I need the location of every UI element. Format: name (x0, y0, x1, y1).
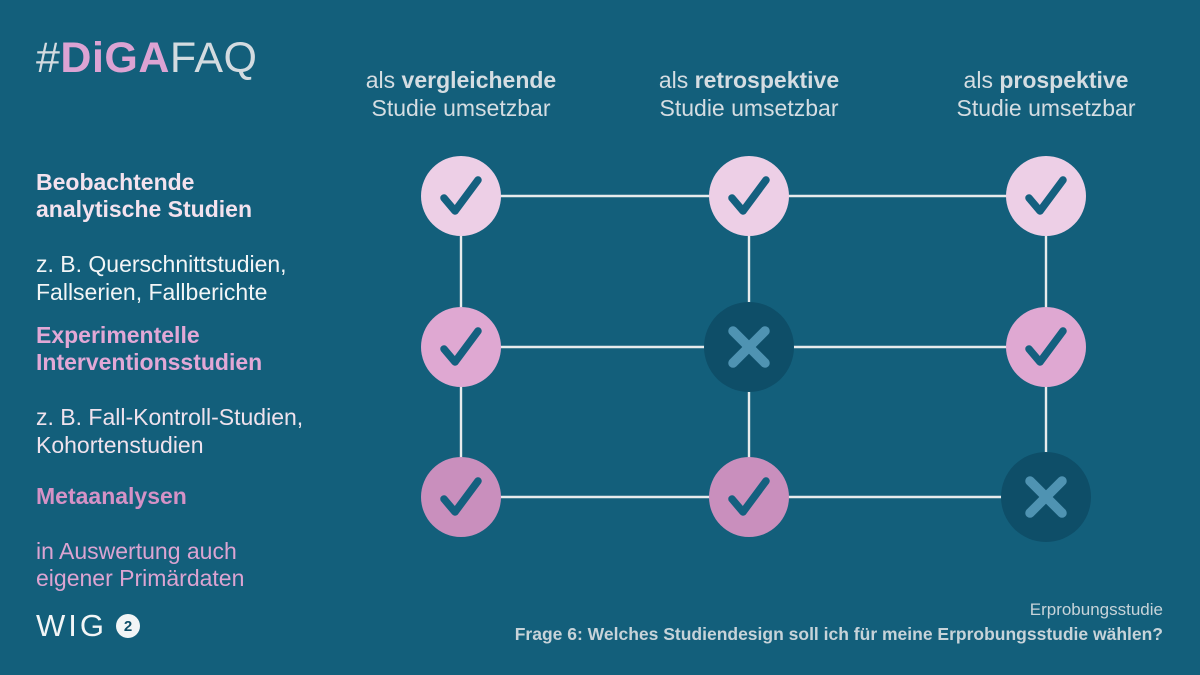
check-icon (728, 477, 770, 516)
check-circle (1006, 307, 1086, 387)
check-circle (709, 156, 789, 236)
matrix-cell-check-r2c3 (1006, 307, 1086, 387)
footer-note: Erprobungsstudie Frage 6: Welches Studie… (515, 598, 1163, 646)
check-circle (709, 457, 789, 537)
logo-brand: DiGA (60, 34, 170, 82)
check-icon (440, 327, 482, 366)
check-circle (421, 307, 501, 387)
footer-question: Frage 6: Welches Studiendesign soll ich … (514, 624, 1163, 644)
row-title: Experimentelle Interventionsstudien (36, 321, 263, 376)
column-header-keyword: retrospektive (694, 67, 840, 93)
row-label-metaanalysen: Metaanalysen in Auswertung auch eigener … (36, 455, 244, 620)
logo-hash: # (36, 34, 61, 82)
matrix-cell-check-r2c1 (421, 307, 501, 387)
column-header-keyword: vergleichende (401, 67, 557, 93)
matrix-cell-cross-r3c3 (1001, 452, 1091, 542)
check-icon (728, 176, 770, 215)
row-title: Beobachtende analytische Studien (36, 168, 253, 223)
diga-faq-logo: #DiGAFAQ (36, 34, 257, 82)
wig-badge-2: 2 (116, 614, 140, 638)
column-header-prospektive: als prospektive Studie umsetzbar (886, 66, 1200, 122)
check-circle (1006, 156, 1086, 236)
check-circle (421, 457, 501, 537)
column-header-line2: Studie umsetzbar (659, 95, 839, 121)
logo-suffix: FAQ (169, 34, 258, 82)
column-header-prefix: als (658, 67, 695, 93)
matrix-cell-check-r3c2 (709, 457, 789, 537)
row-title: Metaanalysen (36, 482, 187, 509)
cross-icon (728, 326, 770, 368)
check-icon (1025, 327, 1067, 366)
matrix-cell-check-r1c2 (709, 156, 789, 236)
column-header-prefix: als (365, 67, 402, 93)
column-header-line2: Studie umsetzbar (371, 95, 551, 121)
matrix-cell-check-r1c1 (421, 156, 501, 236)
matrix-cell-cross-r2c2 (704, 302, 794, 392)
row-subtitle: z. B. Fall-Kontroll-Studien, Kohortenstu… (36, 404, 304, 458)
wig-logo: WIG 2 (36, 608, 140, 644)
cross-icon (1025, 476, 1067, 518)
check-icon (1025, 176, 1067, 215)
check-circle (421, 156, 501, 236)
row-label-experimentelle: Experimentelle Interventionsstudien z. B… (36, 294, 303, 487)
matrix-cell-check-r3c1 (421, 457, 501, 537)
footer-series-label: Erprobungsstudie (1029, 600, 1163, 619)
check-icon (440, 176, 482, 215)
column-header-line2: Studie umsetzbar (956, 95, 1136, 121)
column-header-prefix: als (963, 67, 1000, 93)
row-subtitle: z. B. Querschnittstudien, Fallserien, Fa… (36, 251, 287, 305)
column-header-keyword: prospektive (999, 67, 1129, 93)
row-subtitle: in Auswertung auch eigener Primärdaten (36, 537, 245, 592)
row-label-beobachtende: Beobachtende analytische Studien z. B. Q… (36, 141, 287, 334)
column-header-vergleichende: als vergleichende Studie umsetzbar (301, 66, 621, 122)
wig-text: WIG (36, 608, 107, 643)
column-header-retrospektive: als retrospektive Studie umsetzbar (589, 66, 909, 122)
check-icon (440, 477, 482, 516)
matrix-cell-check-r1c3 (1006, 156, 1086, 236)
